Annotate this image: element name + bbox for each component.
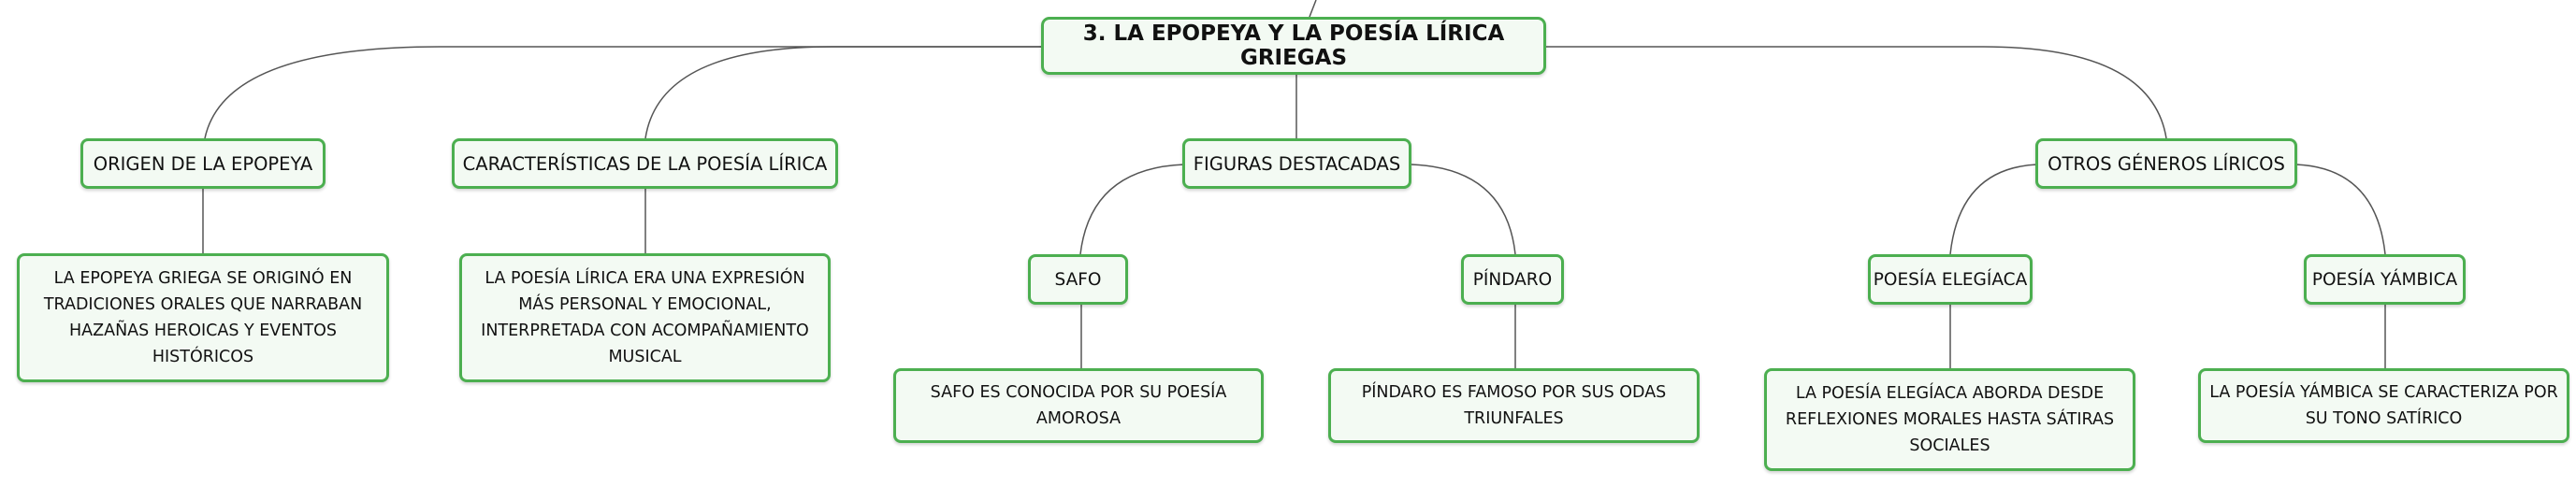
desc-pindaro[interactable]: PÍNDARO ES FAMOSO POR SUS ODAS TRIUNFALE… bbox=[1328, 368, 1700, 443]
desc-safo[interactable]: SAFO ES CONOCIDA POR SU POESÍA AMOROSA bbox=[893, 368, 1264, 443]
connector-root-to-caracteristicas bbox=[644, 46, 1041, 139]
node-safo[interactable]: SAFO bbox=[1028, 254, 1128, 305]
desc-poesia-yambica[interactable]: LA POESÍA YÁMBICA SE CARACTERIZA POR SU … bbox=[2198, 368, 2569, 443]
topic-otros-generos-liricos[interactable]: OTROS GÉNEROS LÍRICOS bbox=[2035, 138, 2297, 189]
desc-poesia-elegiaca[interactable]: LA POESÍA ELEGÍACA ABORDA DESDE REFLEXIO… bbox=[1764, 368, 2135, 471]
connector-root-to-otros bbox=[1546, 46, 2167, 139]
desc-caracteristicas-poesia-lirica[interactable]: LA POESÍA LÍRICA ERA UNA EXPRESIÓN MÁS P… bbox=[459, 253, 831, 382]
connector-upper-parent bbox=[1309, 0, 1317, 18]
root-node[interactable]: 3. LA EPOPEYA Y LA POESÍA LÍRICA GRIEGAS bbox=[1041, 17, 1546, 75]
connector-figuras-pindaro bbox=[1411, 164, 1516, 255]
topic-figuras-destacadas[interactable]: FIGURAS DESTACADAS bbox=[1182, 138, 1411, 189]
connector-root-to-origen bbox=[204, 46, 1041, 139]
node-pindaro[interactable]: PÍNDARO bbox=[1461, 254, 1564, 305]
node-poesia-elegiaca[interactable]: POESÍA ELEGÍACA bbox=[1868, 254, 2033, 305]
topic-origen-de-la-epopeya[interactable]: ORIGEN DE LA EPOPEYA bbox=[80, 138, 326, 189]
desc-origen-de-la-epopeya[interactable]: LA EPOPEYA GRIEGA SE ORIGINÓ EN TRADICIO… bbox=[17, 253, 389, 382]
connector-otros-elegiaca bbox=[1949, 164, 2038, 255]
connector-figuras-safo bbox=[1079, 164, 1185, 255]
connector-otros-yambica bbox=[2295, 164, 2386, 255]
node-poesia-yambica[interactable]: POESÍA YÁMBICA bbox=[2304, 254, 2466, 305]
topic-caracteristicas-poesia-lirica[interactable]: CARACTERÍSTICAS DE LA POESÍA LÍRICA bbox=[452, 138, 838, 189]
